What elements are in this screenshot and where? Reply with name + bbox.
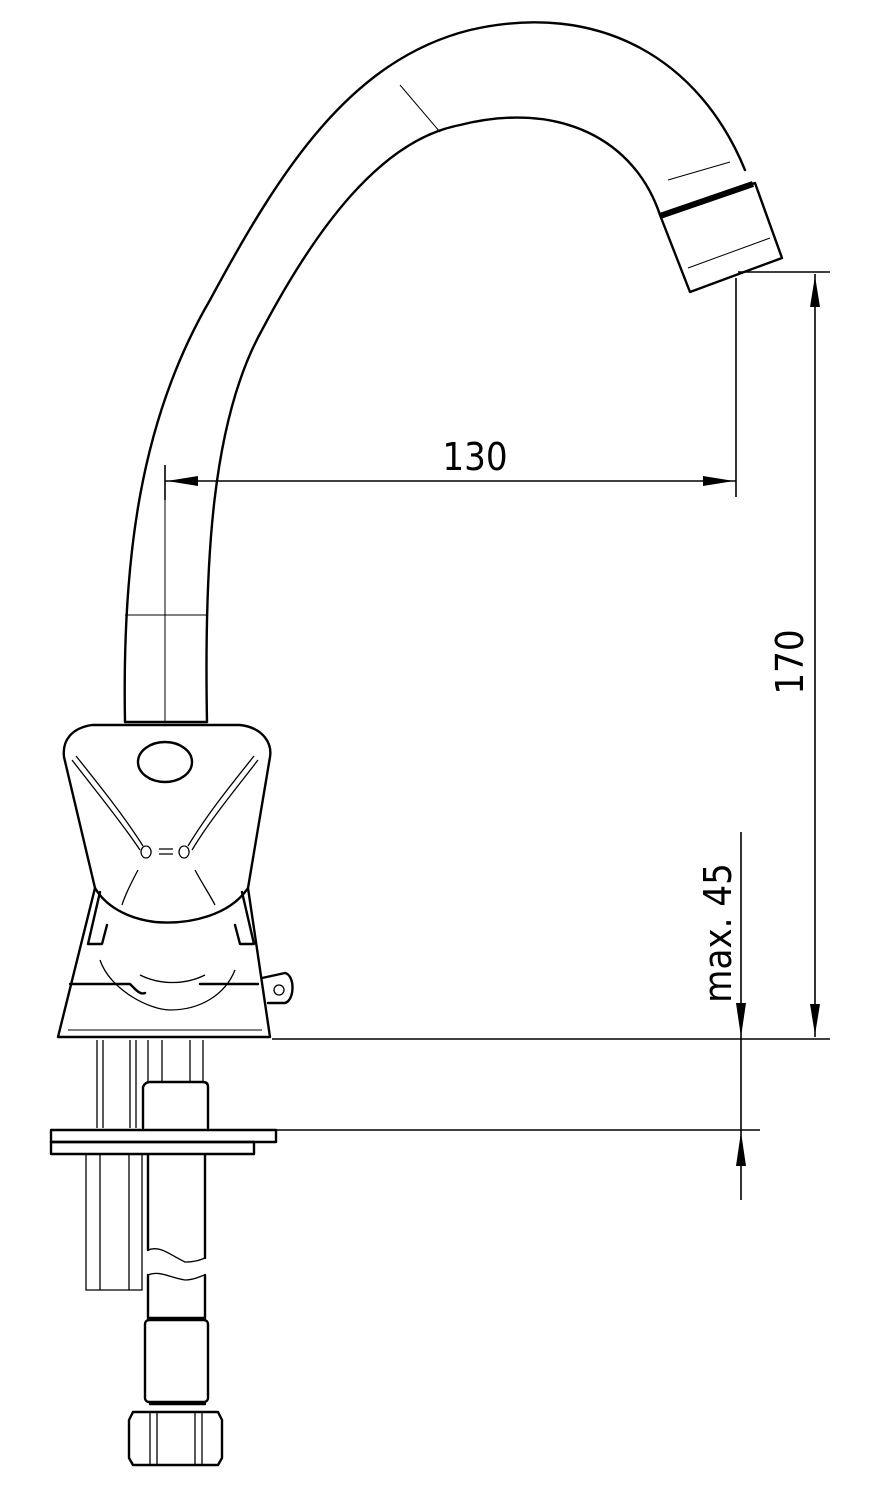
dimension-deck-thickness: [276, 832, 760, 1200]
handle: [62, 720, 272, 924]
valve-body: [56, 886, 294, 1039]
dimension-reach: [164, 278, 737, 500]
supply-pipe: [127, 1153, 224, 1467]
dimension-label-deck-thickness: max. 45: [696, 863, 740, 1003]
mounting-shank: [96, 1040, 210, 1130]
lock-nut: [85, 1155, 143, 1291]
dimension-label-reach: 130: [442, 435, 507, 479]
deck-plate: [49, 1128, 278, 1156]
dimension-height: [272, 271, 830, 1040]
spout: [123, 21, 747, 724]
dimension-label-height: 170: [768, 629, 812, 694]
aerator: [658, 161, 784, 294]
